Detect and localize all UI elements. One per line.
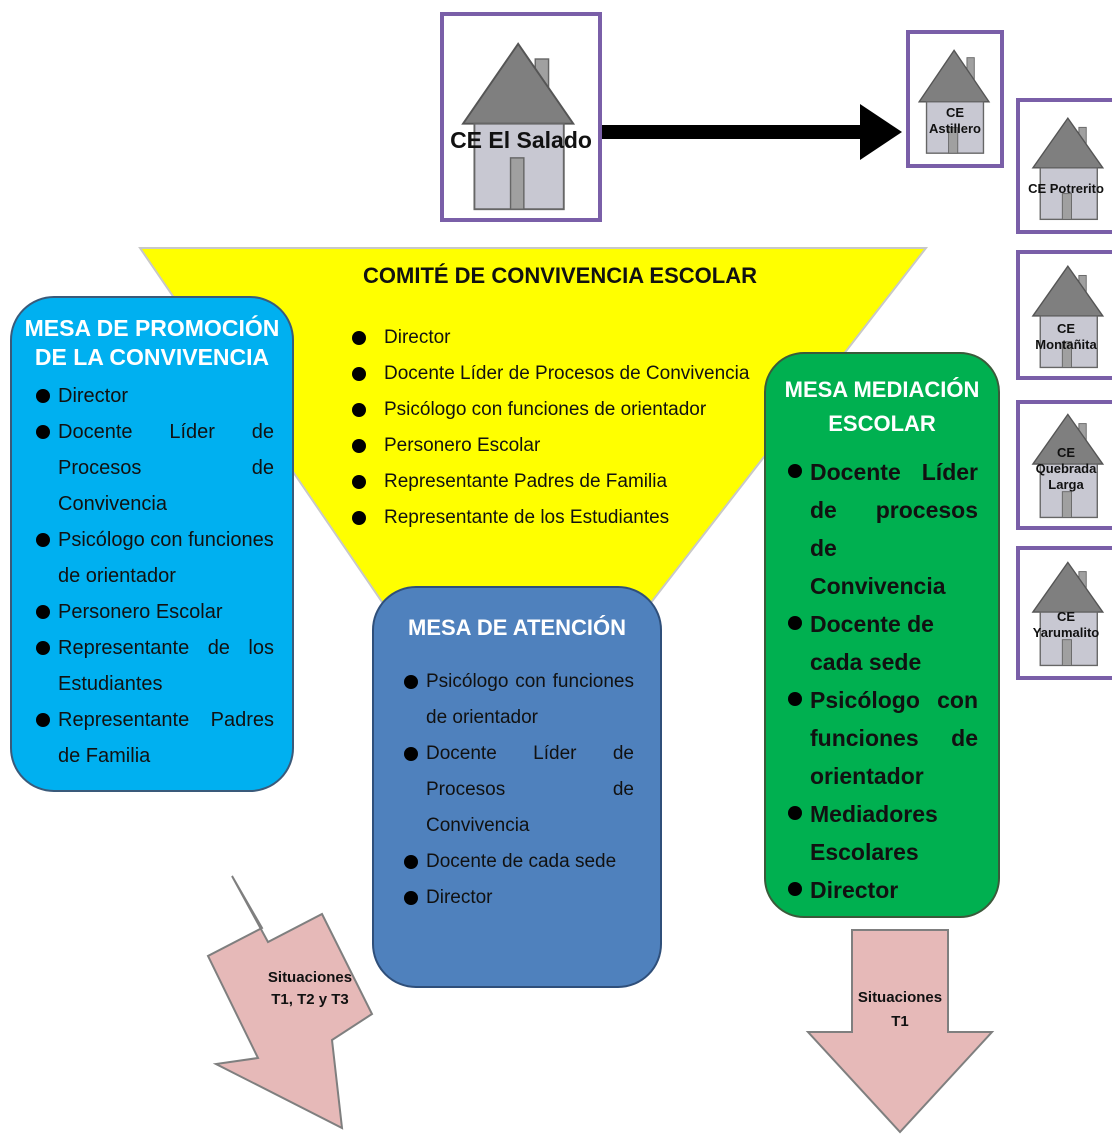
list-item: Personero Escolar (346, 428, 776, 464)
arrow-left-shape (206, 875, 374, 1130)
house-montanita: CE Montañita (1016, 250, 1112, 380)
list-item: Psicólogo con funciones de orientador (788, 681, 978, 795)
mesa-atencion-title: MESA DE ATENCIÓN (408, 615, 626, 640)
list-item: Representante de los Estudiantes (346, 500, 776, 536)
mesa-mediacion-title-2: ESCOLAR (828, 410, 936, 436)
house-yarumalito: CE Yarumalito (1016, 546, 1112, 680)
list-item: Docente Líder de Procesos de Convivencia (36, 414, 274, 522)
list-item: Personero Escolar (36, 594, 274, 630)
arrow-right-label-1: Situaciones (857, 989, 943, 1006)
house-label-yarumalito-1: CE (1056, 609, 1076, 624)
house-astillero: CE Astillero (906, 30, 1004, 168)
house-label-astillero-1: CE (945, 105, 965, 120)
mesa-atencion-panel: MESA DE ATENCIÓN Psicólogo con funciones… (372, 586, 662, 988)
arrow-right-label-2: T1 (891, 1013, 909, 1030)
list-item: Director (36, 378, 274, 414)
list-item: Docente de cada sede (404, 844, 634, 880)
list-item: Representante de los Estudiantes (36, 630, 274, 702)
list-item: Docente de cada sede (788, 605, 978, 681)
list-item: Docente Líder de procesos de Convivencia (788, 453, 978, 605)
list-item: Docente Líder de Procesos de Convivencia (346, 356, 776, 392)
house-icon (1031, 413, 1105, 519)
house-label-montanita-1: CE (1056, 321, 1076, 336)
house-icon (917, 49, 991, 154)
list-item: Representante Padres de Familia (36, 702, 274, 774)
house-label-potrerito: CE Potrerito (1028, 181, 1104, 196)
house-icon (1031, 265, 1105, 369)
arrow-left-label-1: Situaciones (267, 969, 353, 986)
list-item: Mediadores Escolares (788, 795, 978, 871)
house-label-astillero-2: Astillero (928, 121, 981, 136)
mesa-promocion-panel: MESA DE PROMOCIÓN DE LA CONVIVENCIA Dire… (10, 296, 294, 792)
comite-title: COMITÉ DE CONVIVENCIA ESCOLAR (363, 263, 757, 288)
house-label-quebrada-2: Quebrada (1035, 461, 1097, 476)
list-item: Representante Padres de Familia (346, 464, 776, 500)
list-item: Docente Líder de Procesos de Convivencia (404, 736, 634, 844)
mesa-promocion-title-1: MESA DE PROMOCIÓN (24, 315, 280, 341)
mesa-mediacion-panel: MESA MEDIACIÓN ESCOLAR Docente Líder de … (764, 352, 1000, 918)
list-item: Psicólogo con funciones de orientador (36, 522, 274, 594)
house-icon (461, 42, 576, 211)
house-quebrada-larga: CE Quebrada Larga (1016, 400, 1112, 530)
list-item: Psicólogo con funciones de orientador (404, 664, 634, 736)
house-potrerito: CE Potrerito (1016, 98, 1112, 234)
house-icon (1031, 116, 1105, 221)
house-label-el-salado: CE El Salado (450, 127, 592, 153)
house-icon (1031, 561, 1105, 667)
mesa-mediacion-title-1: MESA MEDIACIÓN (784, 377, 980, 402)
mesa-promocion-list: Director Docente Líder de Procesos de Co… (36, 378, 274, 774)
house-label-yarumalito-2: Yarumalito (1032, 625, 1100, 640)
mesa-atencion-list: Psicólogo con funciones de orientador Do… (404, 664, 634, 916)
arrow-right-shape (805, 929, 995, 1134)
connector-arrow-head (860, 104, 902, 160)
list-item: Director (788, 871, 978, 909)
comite-list: Director Docente Líder de Procesos de Co… (346, 320, 776, 536)
mesa-promocion-title-2: DE LA CONVIVENCIA (34, 343, 270, 370)
list-item: Psicólogo con funciones de orientador (346, 392, 776, 428)
list-item: Director (346, 320, 776, 356)
house-label-quebrada-3: Larga (1048, 477, 1084, 492)
list-item: Director (404, 880, 634, 916)
arrow-left-label-2: T1, T2 y T3 (271, 991, 349, 1008)
house-el-salado: CE El Salado (440, 12, 602, 222)
mesa-mediacion-list: Docente Líder de procesos de Convivencia… (788, 453, 978, 909)
house-label-quebrada-1: CE (1056, 445, 1076, 460)
house-label-montanita-2: Montañita (1035, 337, 1097, 352)
